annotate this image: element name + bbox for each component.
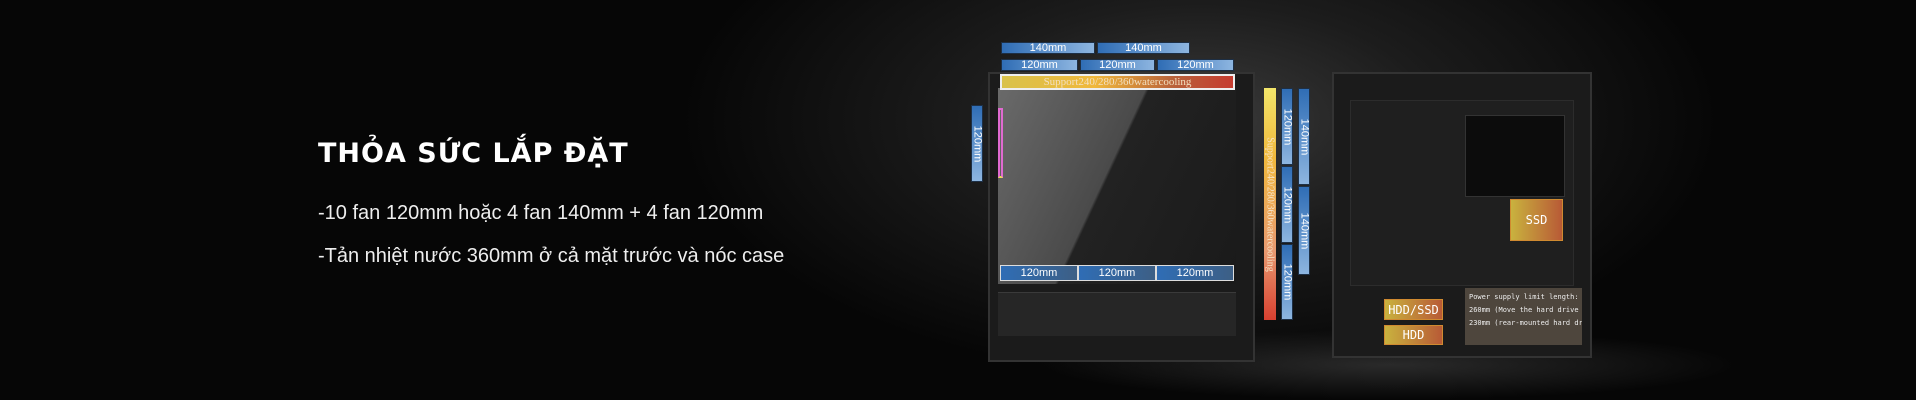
rear-fan-slot: 120mm	[971, 105, 983, 182]
front-fan-slot-120: 120mm	[1281, 244, 1293, 320]
front-fan-slot-140: 140mm	[1298, 186, 1310, 275]
front-fan-slot-120: 120mm	[1281, 88, 1293, 165]
fan-slot-120: 120mm	[1080, 59, 1155, 71]
fan-slot-120: 120mm	[1001, 59, 1078, 71]
fan-label: 120mm	[1281, 108, 1293, 145]
feature-watercooling: -Tản nhiệt nước 360mm ở cả mặt trước và …	[318, 245, 785, 267]
fan-label: 120mm	[1281, 263, 1293, 301]
fan-label: 120mm	[1281, 186, 1293, 223]
fan-slot-140: 140mm	[1001, 42, 1095, 54]
psu-length-note: Power supply limit length: 260mm (Move t…	[1465, 288, 1582, 345]
front-radiator-label: Support240/280/360watercooling	[1264, 136, 1276, 272]
front-radiator-support: Support240/280/360watercooling	[1264, 88, 1276, 320]
hdd-ssd-bay: HDD/SSD	[1384, 299, 1443, 320]
bottom-fan-slot: 120mm	[1156, 265, 1234, 281]
front-fan-slot-140: 140mm	[1298, 88, 1310, 185]
fan-slot-140: 140mm	[1097, 42, 1190, 54]
bottom-fan-slot: 120mm	[1000, 265, 1078, 281]
rgb-fan	[998, 108, 1003, 178]
feature-fans: -10 fan 120mm hoặc 4 fan 140mm + 4 fan 1…	[318, 202, 764, 224]
fan-slot-120: 120mm	[1157, 59, 1234, 71]
ssd-mount: SSD	[1510, 199, 1563, 241]
glass-panel	[998, 88, 1236, 284]
fan-label: 140mm	[1298, 118, 1310, 155]
psu-shroud	[998, 292, 1236, 336]
bottom-fan-slot: 120mm	[1078, 265, 1156, 281]
top-radiator-support: Support240/280/360watercooling	[1000, 74, 1235, 90]
fan-label: 140mm	[1298, 212, 1310, 249]
rear-fan-label: 120mm	[971, 125, 983, 162]
cpu-cutout	[1465, 115, 1565, 197]
psu-note-line: 230mm (rear-mounted hard drive rack)	[1469, 319, 1582, 327]
hdd-bay: HDD	[1384, 325, 1443, 345]
psu-note-line: 260mm (Move the hard drive rack forward	[1469, 306, 1582, 314]
front-fan-slot-120: 120mm	[1281, 166, 1293, 243]
section-heading: THỎA SỨC LẮP ĐẶT	[318, 138, 629, 169]
psu-note-line: Power supply limit length:	[1469, 293, 1579, 301]
